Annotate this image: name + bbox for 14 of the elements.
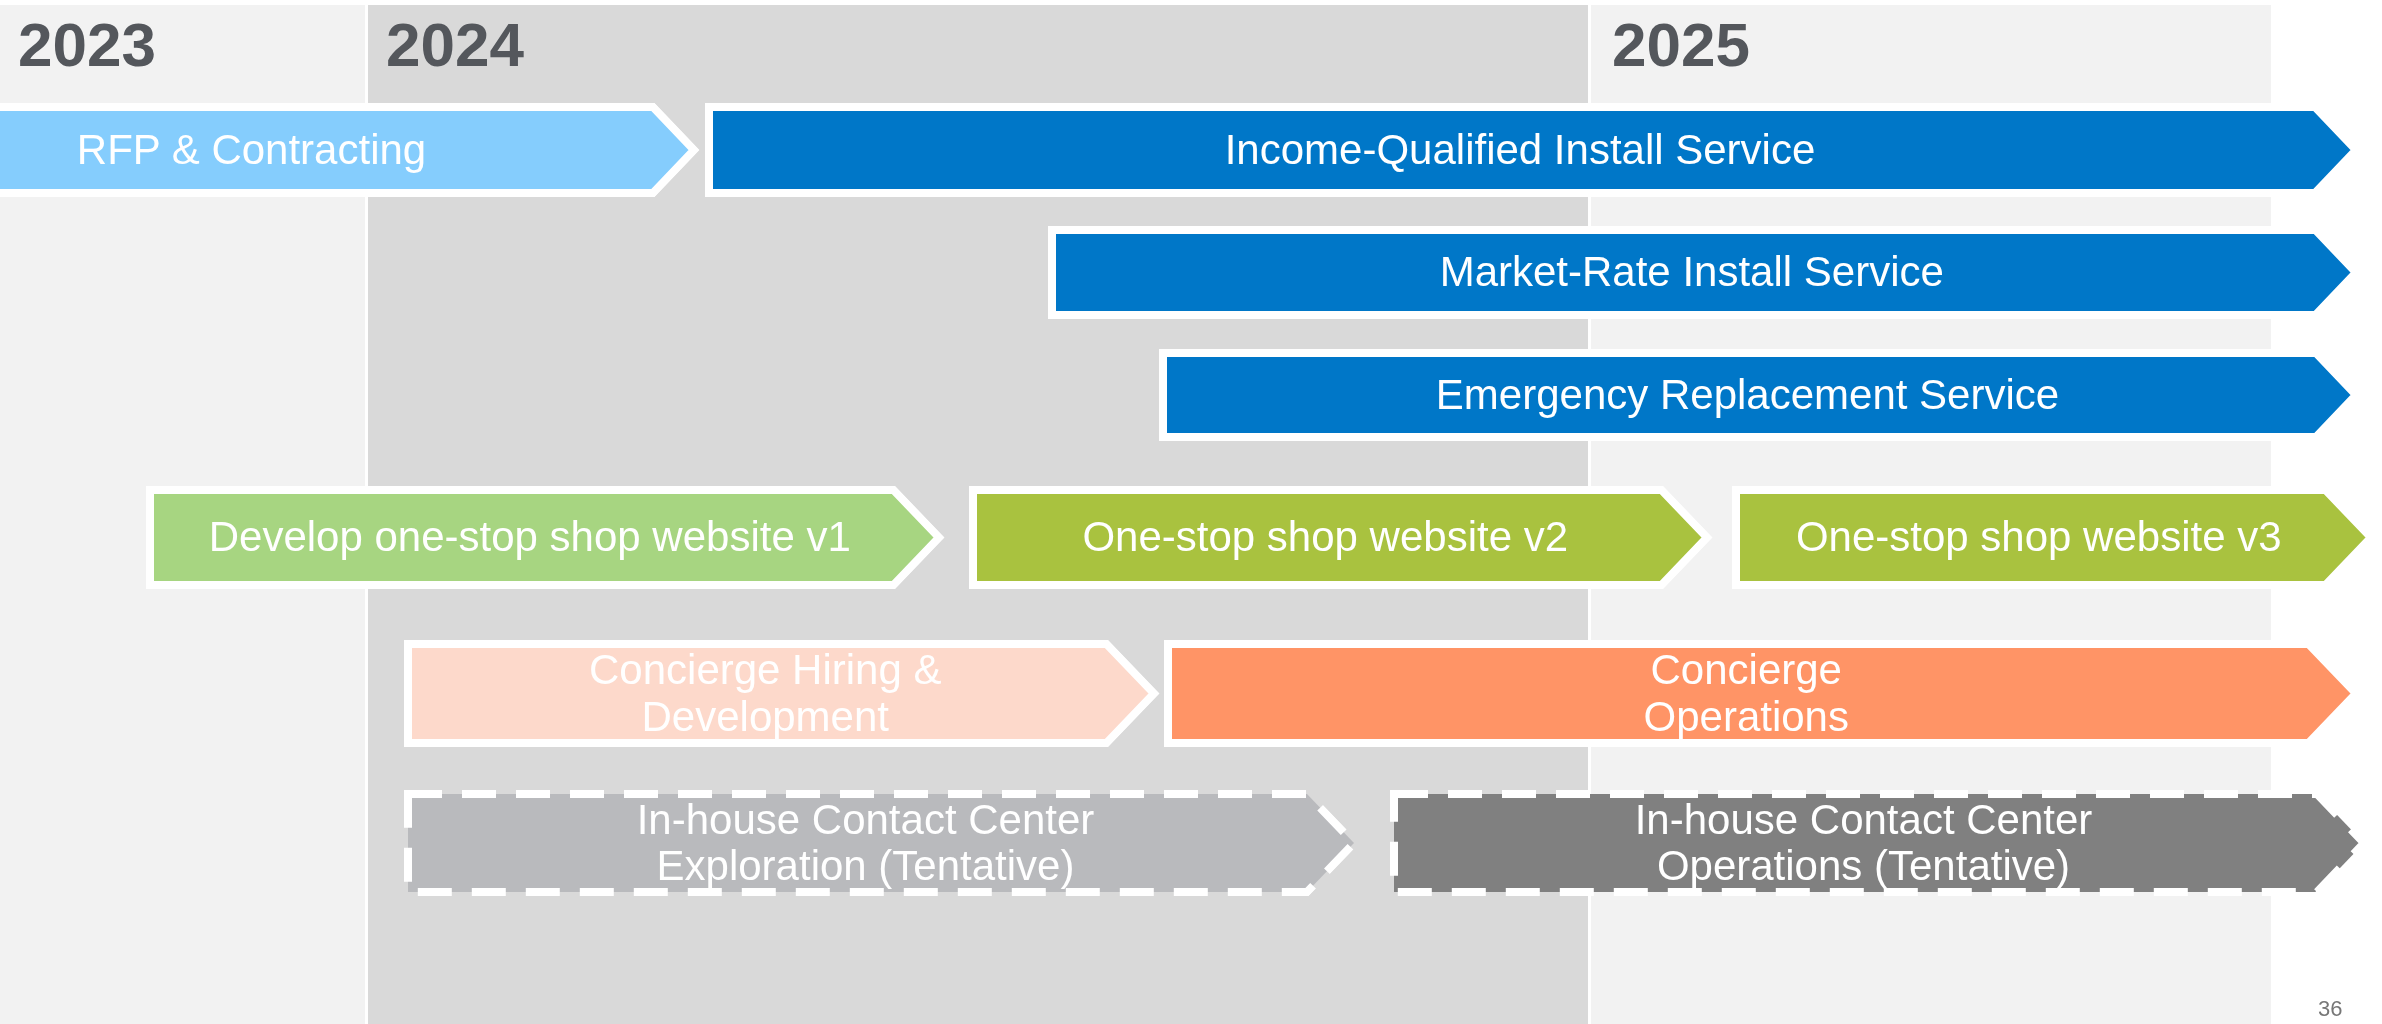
chevron-label: Market-Rate Install Service [1439, 249, 1944, 296]
chevron-label: One-stop shop website v3 [1795, 514, 2282, 561]
year-heading: 2024 [386, 14, 524, 76]
chevron-label: RFP & Contracting [76, 126, 427, 174]
chevron-label: Income-Qualified Install Service [1224, 126, 1816, 174]
chevron-label: One-stop shop website v2 [1082, 514, 1569, 561]
chevron-label: Develop one-stop shop website v1 [208, 514, 851, 561]
chevron-label: In-house Contact Center Exploration (Tentative) [635, 796, 1096, 890]
chevron-label: Concierge Operations [1642, 647, 1850, 740]
page-number: 36 [2318, 998, 2343, 1020]
chevron-label: Emergency Replacement Service [1435, 371, 2060, 419]
year-heading: 2025 [1612, 14, 1750, 76]
chevron-label: In-house Contact Center Operations (Tentative) [1633, 796, 2094, 890]
year-heading: 2023 [18, 14, 156, 76]
